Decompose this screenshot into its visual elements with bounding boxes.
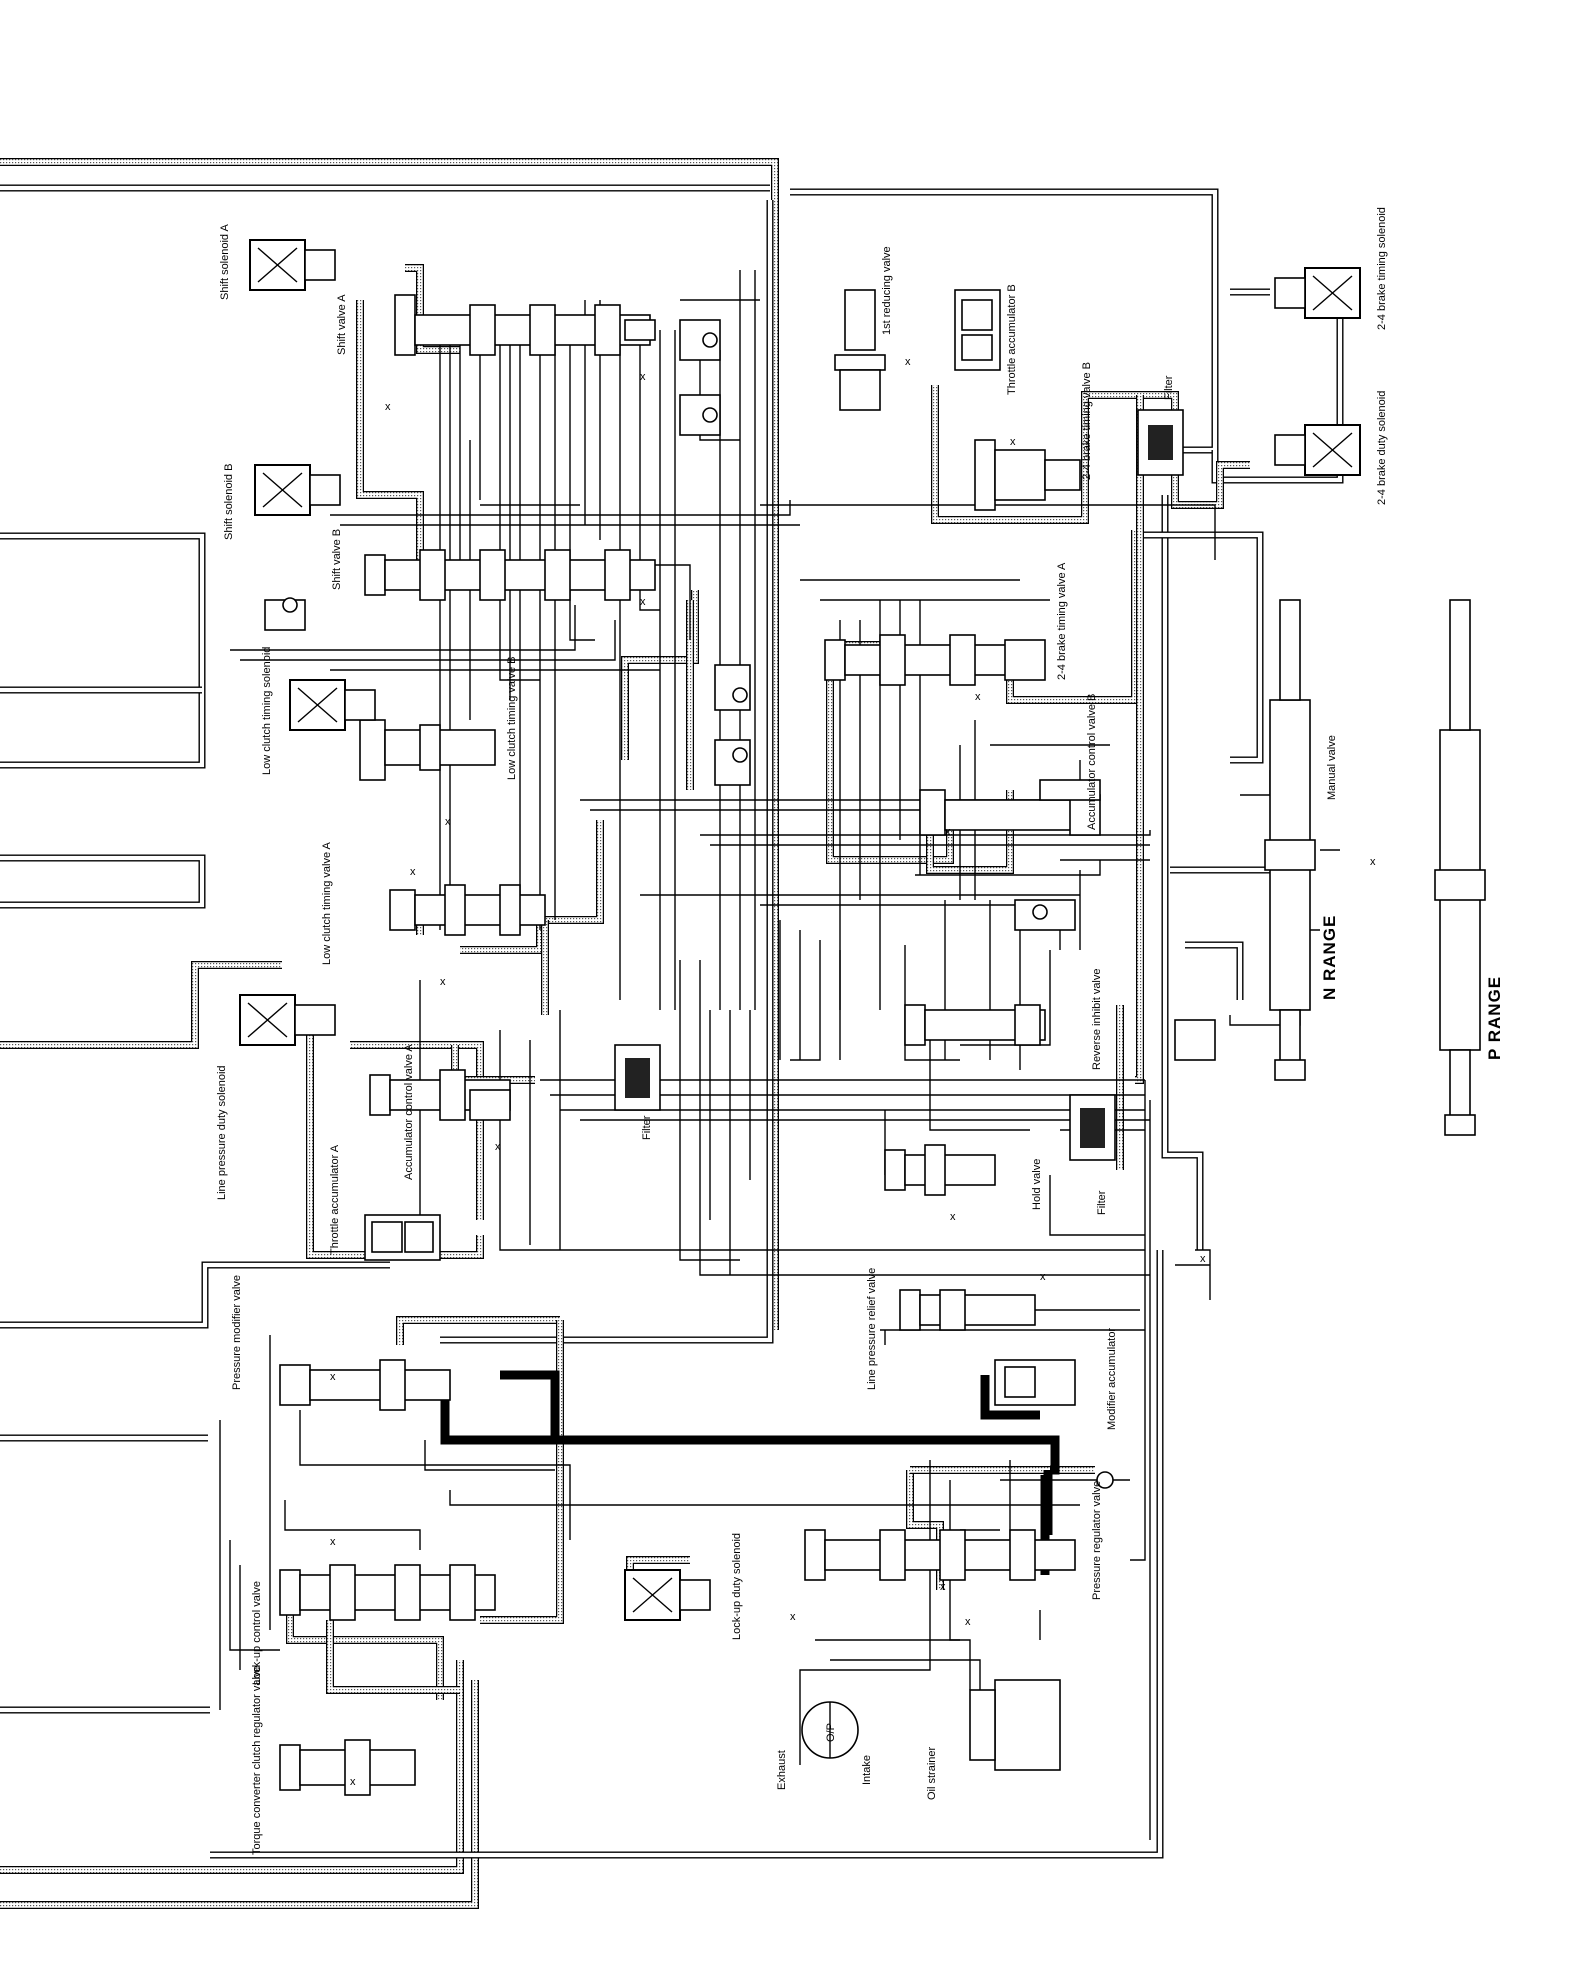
brake-24-timing-solenoid-label: 2-4 brake timing solenoid — [1376, 207, 1388, 330]
filter-top-label: Filter — [1163, 375, 1175, 400]
lockup-control-valve — [279, 1564, 496, 1621]
low-clutch-timing-valve-a — [389, 884, 546, 936]
svg-text:x: x — [905, 356, 911, 368]
brake-24-duty-solenoid-label: 2-4 brake duty solenoid — [1376, 391, 1388, 505]
reverse-inhibit-valve — [904, 1004, 1046, 1046]
low-clutch-timing-valve-b — [359, 719, 496, 781]
svg-text:x: x — [330, 1536, 336, 1548]
lockup-control-valve-label: Lock-up control valve — [251, 1581, 263, 1685]
brake-24-timing-valve-a — [824, 634, 1046, 686]
shift-valve-a — [394, 294, 656, 356]
brake-24-timing-valve-b — [974, 439, 1081, 511]
left-edge-passages — [0, 158, 779, 1909]
valve-bodies — [279, 289, 1486, 1796]
accumulator-control-valve-b-label: Accumulator control valve B — [1086, 694, 1098, 830]
brake-24-timing-valve-b-label: 2-4 brake timing valve B — [1081, 362, 1093, 480]
filter-right-label: Filter — [1096, 1190, 1108, 1215]
solenoids — [239, 239, 1361, 1621]
line-pressure-duty-solenoid-label: Line pressure duty solenoid — [216, 1065, 228, 1200]
pressure-modifier-valve — [279, 1359, 451, 1411]
intake-label: Intake — [861, 1755, 873, 1785]
svg-text:x: x — [790, 1611, 796, 1623]
svg-text:x: x — [640, 596, 646, 608]
accumulator-control-valve-a-label: Accumulator control valve A — [403, 1044, 415, 1180]
brake-24-duty-solenoid-body — [1274, 424, 1361, 476]
shift-solenoid-a-label: Shift solenoid A — [219, 224, 231, 300]
manual-valve-n — [1264, 599, 1316, 1081]
line-pressure-relief-valve — [899, 1289, 1036, 1331]
throttle-accumulator-a-label: Throttle accumulator A — [329, 1144, 341, 1255]
oil-pump — [801, 1701, 859, 1759]
svg-text:x: x — [975, 691, 981, 703]
brake-24-timing-valve-a-label: 2-4 brake timing valve A — [1056, 562, 1068, 680]
filter-top-body — [1137, 409, 1184, 476]
shift-solenoid-a-body — [249, 239, 336, 291]
manual-valve-label: Manual valve — [1326, 735, 1338, 800]
svg-text:x: x — [1200, 1253, 1206, 1265]
low-clutch-timing-solenoid-label: Low clutch timing solenoid — [261, 647, 273, 775]
check-balls — [264, 319, 1216, 1489]
low-clutch-timing-valve-a-label: Low clutch timing valve A — [321, 841, 333, 965]
low-clutch-timing-solenoid-body — [289, 679, 376, 731]
svg-text:x: x — [330, 1371, 336, 1383]
throttle-accumulator-b-label: Throttle accumulator B — [1006, 284, 1018, 395]
exhaust-marks: x x x x x x x x x x x x x x x x x x x x … — [330, 356, 1376, 1788]
accumulator-control-valve-b — [919, 779, 1101, 836]
torque-converter-clutch-regulator-valve-label: Torque converter clutch regulator valve — [251, 1665, 263, 1855]
svg-text:x: x — [640, 371, 646, 383]
throttle-accumulator-a — [364, 1214, 441, 1261]
oil-strainer-label: Oil strainer — [926, 1746, 938, 1800]
manual-valve-p — [1434, 599, 1486, 1136]
shift-valve-a-label: Shift valve A — [336, 294, 348, 355]
pressure-modifier-valve-label: Pressure modifier valve — [231, 1275, 243, 1390]
pressure-regulator-valve-label: Pressure regulator valve — [1091, 1481, 1103, 1600]
modifier-accumulator-label: Modifier accumulator — [1106, 1328, 1118, 1430]
low-clutch-timing-valve-b-label: Low clutch timing valve B — [506, 657, 518, 781]
svg-text:x: x — [965, 1616, 971, 1628]
accumulator-control-valve-a — [369, 1069, 511, 1121]
svg-text:x: x — [1370, 856, 1376, 868]
filter-mid-label: Filter — [641, 1115, 653, 1140]
svg-text:x: x — [945, 826, 951, 838]
pressure-regulator-valve — [804, 1529, 1076, 1581]
svg-text:x: x — [410, 866, 416, 878]
exhaust-label: Exhaust — [776, 1750, 788, 1790]
brake-24-timing-solenoid-body — [1274, 267, 1361, 319]
filter-right-body — [1069, 1094, 1116, 1161]
svg-text:x: x — [495, 1141, 501, 1153]
first-reducing-valve — [834, 289, 886, 411]
modifier-accumulator — [994, 1359, 1076, 1406]
filter-mid-body — [614, 1044, 661, 1111]
torque-converter-clutch-regulator-valve — [279, 1739, 416, 1796]
shift-valve-b — [364, 549, 656, 601]
hold-valve-label: Hold valve — [1031, 1159, 1043, 1210]
hold-valve — [884, 1144, 996, 1196]
shift-solenoid-b-body — [254, 464, 341, 516]
first-reducing-valve-label: 1st reducing valve — [881, 246, 893, 335]
p-range-label: P RANGE — [1485, 976, 1504, 1060]
oil-strainer-body — [969, 1679, 1061, 1771]
svg-text:x: x — [1010, 436, 1016, 448]
n-range-label: N RANGE — [1320, 915, 1339, 1000]
line-pressure-duty-solenoid-body — [239, 994, 336, 1046]
svg-text:x: x — [950, 1211, 956, 1223]
svg-text:x: x — [440, 976, 446, 988]
svg-text:x: x — [1040, 1271, 1046, 1283]
svg-text:x: x — [385, 401, 391, 413]
shift-valve-b-label: Shift valve B — [331, 529, 343, 590]
svg-text:x: x — [445, 816, 451, 828]
svg-text:x: x — [940, 1581, 946, 1593]
lockup-duty-solenoid-label: Lock-up duty solenoid — [731, 1533, 743, 1640]
line-pressure-relief-valve-label: Line pressure relief valve — [866, 1268, 878, 1390]
oil-pump-label: O/P — [825, 1723, 837, 1742]
lockup-duty-solenoid-body — [624, 1569, 711, 1621]
reverse-inhibit-valve-label: Reverse inhibit valve — [1091, 969, 1103, 1071]
throttle-accumulator-b — [954, 289, 1001, 371]
component-labels: Shift solenoid A Shift valve A Shift sol… — [216, 207, 1504, 1855]
shift-solenoid-b-label: Shift solenoid B — [223, 464, 235, 540]
svg-text:x: x — [350, 1776, 356, 1788]
